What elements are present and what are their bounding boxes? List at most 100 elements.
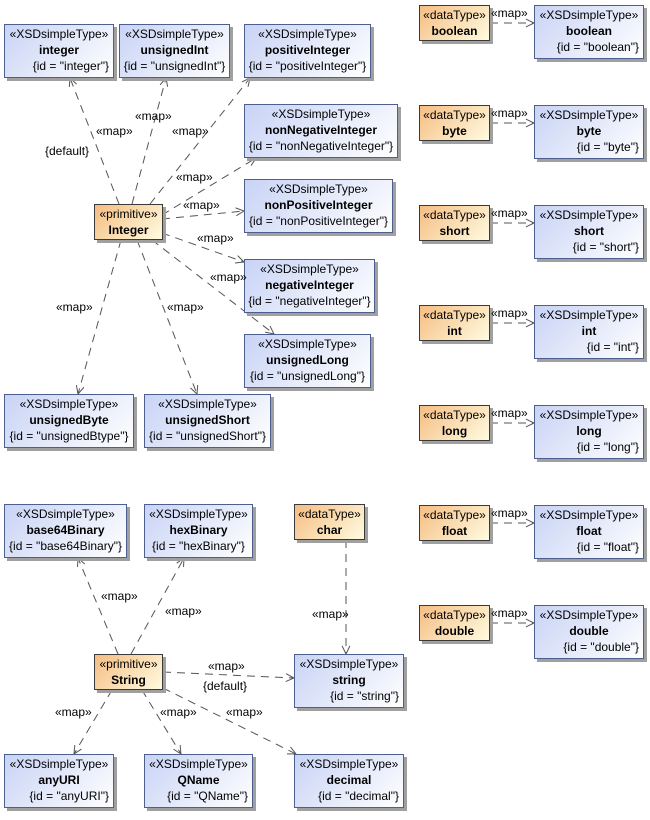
type-name: float [441,524,468,538]
xsd-type-qname[interactable]: «XSDsimpleType» QName {id = "QName"} [144,754,253,808]
xsd-type-string[interactable]: «XSDsimpleType» string {id = "string"} [294,654,404,708]
arrowhead-icon [241,77,251,87]
type-name: boolean [431,24,478,38]
xsd-type-boolean[interactable]: «XSDsimpleType»boolean{id = "boolean"} [534,5,644,59]
xsd-type-anyuri[interactable]: «XSDsimpleType» anyURI {id = "anyURI"} [4,754,114,808]
stereotype-label: «XSDsimpleType» [258,337,357,351]
type-id-tag: {id = "byte"} [576,140,639,154]
datatype-byte[interactable]: «dataType»byte [419,105,490,141]
datatype-double[interactable]: «dataType»double [419,605,490,641]
edge-integer-to-nonnegativeinteger[interactable] [161,157,257,216]
stereotype-label: «dataType» [423,8,486,22]
xsd-type-unsignedint[interactable]: «XSDsimpleType» unsignedInt {id = "unsig… [119,24,230,78]
arrowhead-icon [73,744,82,755]
type-name: unsignedByte [29,413,109,427]
stereotype-label: «dataType» [423,408,486,422]
xsd-type-double[interactable]: «XSDsimpleType»double{id = "double"} [534,605,644,659]
edge-datatype-to-xsd[interactable] [490,618,536,628]
xsd-type-byte[interactable]: «XSDsimpleType»byte{id = "byte"} [534,105,644,159]
datatype-float[interactable]: «dataType» float [419,505,490,541]
xsd-type-negativeinteger[interactable]: «XSDsimpleType» negativeInteger {id = "n… [244,259,375,313]
stereotype-label: «dataType» [423,508,486,522]
xsd-type-nonnegativeinteger[interactable]: «XSDsimpleType» nonNegativeInteger {id =… [244,104,398,158]
edge-string-to-decimal[interactable] [162,687,298,755]
type-name: unsignedInt [140,43,209,57]
datatype-char[interactable]: «dataType» char [294,504,365,540]
arrowhead-icon [176,556,185,568]
xsd-type-unsignedbyte[interactable]: «XSDsimpleType» unsignedByte {id = "unsi… [4,394,134,448]
edge-label-map: «map» [183,198,220,212]
edge-integer-to-unsignedbyte[interactable] [75,239,122,396]
type-name: unsignedLong [266,353,349,367]
type-name: int [581,324,597,338]
stereotype-label: «XSDsimpleType» [19,397,119,411]
edge-label-map: «map» [491,406,528,420]
edge-integer-to-positiveinteger[interactable] [149,77,251,205]
edge-integer-to-unsignedint[interactable] [131,76,169,205]
xsd-type-positiveinteger[interactable]: «XSDsimpleType» positiveInteger {id = "p… [244,24,371,78]
edge-datatype-to-xsd[interactable] [490,518,536,528]
stereotype-label: «XSDsimpleType» [539,208,639,222]
edge-string-to-hexbinary[interactable] [130,556,185,655]
type-name: short [439,224,470,238]
edge-string-to-base64binary[interactable] [77,556,119,655]
edge-datatype-to-xsd[interactable] [490,418,536,428]
edge-char-to-string[interactable] [341,540,351,656]
xsd-type-long[interactable]: «XSDsimpleType»long{id = "long"} [534,405,644,459]
xsd-type-float[interactable]: «XSDsimpleType»float{id = "float"} [534,505,644,559]
edge-integer-to-integer[interactable] [68,76,120,205]
datatype-short[interactable]: «dataType» short [419,205,490,241]
xsd-type-unsignedshort[interactable]: «XSDsimpleType» unsignedShort {id = "uns… [144,394,271,448]
type-name: string [332,673,366,687]
type-name: char [316,523,343,537]
edge-integer-to-unsignedshort[interactable] [136,239,199,396]
type-name: String [111,673,146,687]
primitive-integer[interactable]: «primitive» Integer [94,204,163,240]
type-name: negativeInteger [265,278,354,292]
arrowhead-icon [159,76,169,87]
type-id-tag: {id = "long"} [576,440,639,454]
edge-datatype-to-xsd[interactable] [490,318,536,328]
datatype-boolean[interactable]: «dataType» boolean [419,5,490,41]
stereotype-label: «XSDsimpleType» [539,308,639,322]
edge-string-to-anyuri[interactable] [73,689,113,755]
edge-datatype-to-xsd[interactable] [490,118,536,128]
stereotype-label: «XSDsimpleType» [9,27,109,41]
edge-label-map: «map» [135,109,172,123]
stereotype-label: «XSDsimpleType» [9,757,109,771]
edge-label-map: «map» [491,106,528,120]
edge-label-map: «map» [167,300,204,314]
stereotype-label: «dataType» [423,208,486,222]
stereotype-label: «XSDsimpleType» [149,507,248,521]
edge-label-map: «map» [491,606,528,620]
datatype-int[interactable]: «dataType»int [419,305,490,341]
edge-label-default: {default} [45,144,90,158]
xsd-type-int[interactable]: «XSDsimpleType»int{id = "int"} [534,305,644,359]
type-id-tag: {id = "hexBinary"} [152,539,245,553]
edge-label-map: «map» [96,124,133,138]
type-id-tag: {id = "integer"} [32,59,109,73]
xsd-type-base64binary[interactable]: «XSDsimpleType» base64Binary {id = "base… [4,504,127,558]
type-name: Integer [108,223,149,237]
xsd-type-unsignedlong[interactable]: «XSDsimpleType» unsignedLong {id = "unsi… [244,334,371,388]
type-name: byte [442,124,467,138]
stereotype-label: «dataType» [423,608,486,622]
xsd-type-hexbinary[interactable]: «XSDsimpleType» hexBinary {id = "hexBina… [144,504,253,558]
primitive-string[interactable]: «primitive» String [94,654,163,690]
type-name: unsignedShort [165,413,250,427]
xsd-type-decimal[interactable]: «XSDsimpleType» decimal {id = "decimal"} [294,754,404,808]
xsd-type-nonpositiveinteger[interactable]: «XSDsimpleType» nonPositiveInteger {id =… [244,179,393,233]
arrowhead-icon [77,556,86,568]
stereotype-label: «XSDsimpleType» [158,397,257,411]
edge-string-to-qname[interactable] [141,689,182,755]
stereotype-label: «XSDsimpleType» [260,262,359,276]
edge-datatype-to-xsd[interactable] [490,218,536,228]
datatype-long[interactable]: «dataType»long [419,405,490,441]
xsd-type-short[interactable]: «XSDsimpleType»short{id = "short"} [534,205,644,259]
stereotype-label: «XSDsimpleType» [539,8,639,22]
edge-datatype-to-xsd[interactable] [490,18,536,28]
edge-label-map: «map» [165,604,202,618]
xsd-type-integer[interactable]: «XSDsimpleType» integer {id = "integer"} [4,24,114,78]
edge-label-map: «map» [491,6,528,20]
